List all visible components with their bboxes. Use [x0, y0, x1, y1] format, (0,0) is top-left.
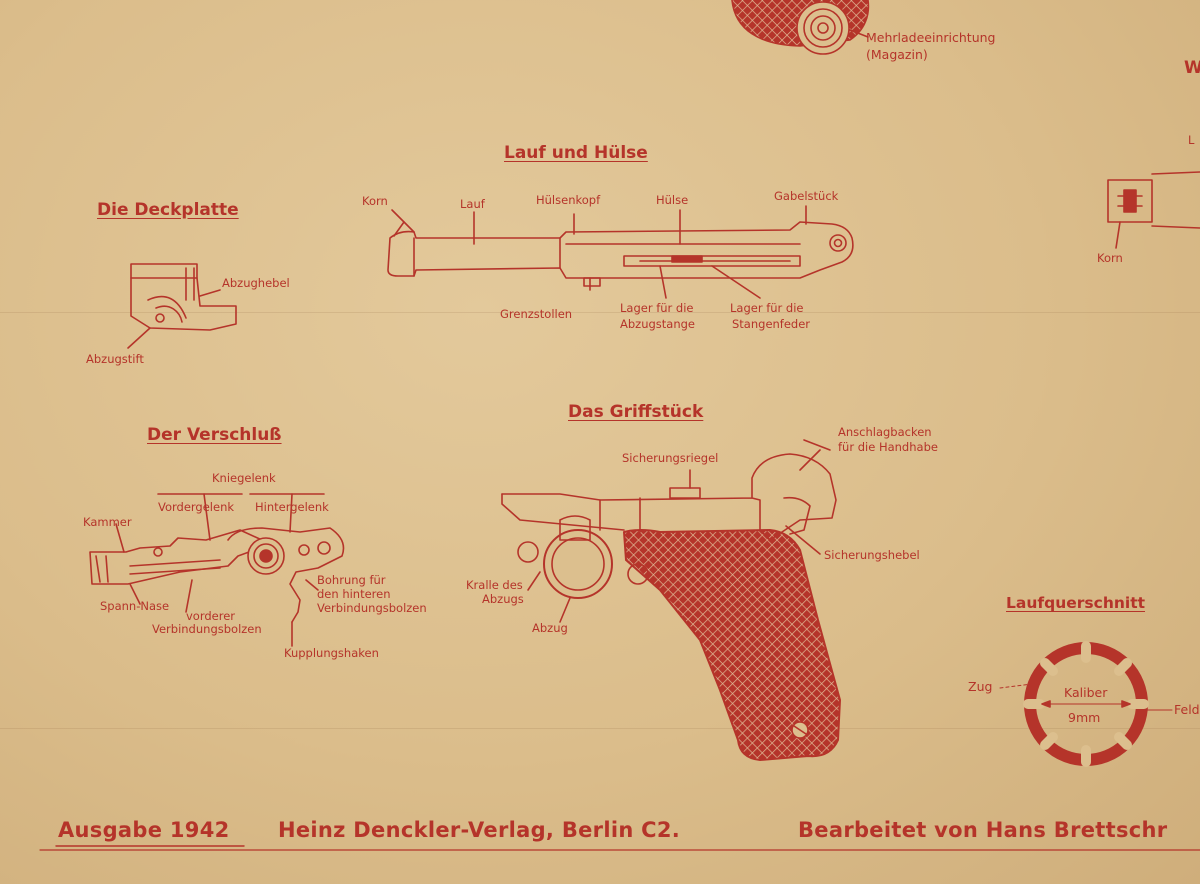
label-magazin: (Magazin): [866, 47, 928, 62]
label-anschlagbacken-1: Anschlagbacken: [838, 425, 932, 439]
label-huelsenkopf: Hülsenkopf: [536, 193, 601, 207]
label-huelse: Hülse: [656, 193, 689, 207]
label-vorderer-2: Verbindungsbolzen: [152, 622, 262, 636]
label-kupplungshaken: Kupplungshaken: [284, 646, 379, 660]
label-sicherungsriegel: Sicherungsriegel: [622, 451, 719, 465]
label-vordergelenk: Vordergelenk: [158, 500, 235, 514]
label-abzughebel: Abzughebel: [222, 276, 290, 290]
label-korn-right: Korn: [1097, 251, 1123, 265]
right-partial-drawing: [1107, 171, 1200, 249]
label-bohrung-3: Verbindungsbolzen: [317, 601, 427, 615]
label-feld-partial: Feld: [1174, 702, 1200, 717]
title-deckplatte: Die Deckplatte: [97, 200, 239, 220]
label-zug: Zug: [968, 679, 993, 694]
label-gabelstueck: Gabelstück: [774, 189, 839, 203]
label-hintergelenk: Hintergelenk: [255, 500, 329, 514]
title-verschluss: Der Verschluß: [147, 425, 282, 445]
paper-fold: [0, 312, 1200, 313]
label-kniegelenk: Kniegelenk: [212, 471, 276, 485]
label-grenzstollen: Grenzstollen: [500, 307, 573, 321]
paper-fold: [0, 728, 1200, 729]
label-kaliber: Kaliber: [1064, 685, 1108, 700]
griffstueck-drawing: [501, 439, 841, 761]
label-mehrladeeinrichtung: Mehrladeeinrichtung: [866, 30, 996, 45]
magazine-drawing: [731, 0, 870, 55]
label-lager-abzug-2: Abzugstange: [620, 317, 696, 331]
label-9mm: 9mm: [1068, 710, 1101, 725]
label-lager-stangen-1: Lager für die: [730, 301, 804, 315]
lauf-huelse-drawing: [387, 205, 854, 299]
label-spann-nase: Spann-Nase: [100, 599, 170, 613]
label-kammer: Kammer: [83, 515, 132, 529]
label-lager-abzug-1: Lager für die: [620, 301, 694, 315]
laufquerschnitt-drawing: [999, 641, 1173, 767]
verschluss-drawing: [89, 493, 345, 647]
title-laufquerschnitt: Laufquerschnitt: [1006, 594, 1146, 612]
label-abzug: Abzug: [532, 621, 568, 635]
label-partial-right: L: [1188, 133, 1195, 147]
footer-verlag: Heinz Denckler-Verlag, Berlin C2.: [278, 818, 681, 842]
label-lager-stangen-2: Stangenfeder: [732, 317, 811, 331]
label-abzugstift: Abzugstift: [86, 352, 144, 366]
label-kralle-2: Abzugs: [482, 592, 524, 606]
deckplatte-drawing: [127, 263, 237, 349]
label-bohrung-1: Bohrung für: [317, 573, 386, 587]
label-bohrung-2: den hinteren: [317, 587, 391, 601]
footer-bearbeitet: Bearbeitet von Hans Brettschr: [798, 818, 1168, 842]
label-korn: Korn: [362, 194, 388, 208]
title-partial-right: W: [1184, 58, 1200, 78]
title-lauf-und-huelse: Lauf und Hülse: [504, 143, 648, 163]
title-griffstueck: Das Griffstück: [568, 402, 704, 422]
label-vorderer-1: vorderer: [186, 609, 236, 623]
footer-ausgabe: Ausgabe 1942: [58, 818, 230, 842]
label-kralle-1: Kralle des: [466, 578, 523, 592]
label-anschlagbacken-2: für die Handhabe: [838, 440, 938, 454]
label-lauf: Lauf: [460, 197, 485, 211]
label-sicherungshebel: Sicherungshebel: [824, 548, 920, 562]
